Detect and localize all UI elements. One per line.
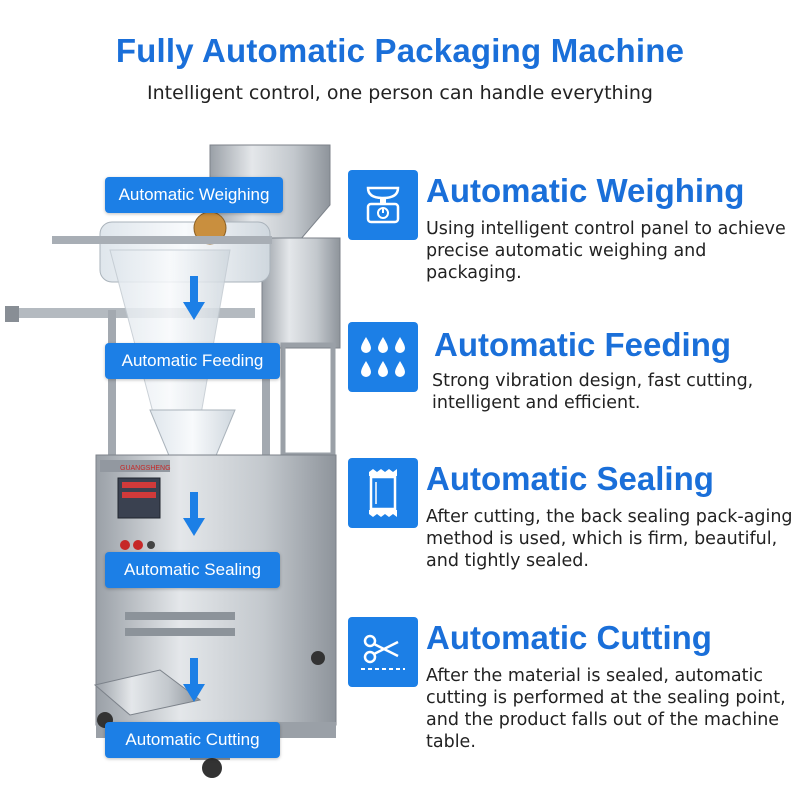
feature-sealing: Automatic Sealing After cutting, the bac… (348, 458, 793, 571)
wheel (202, 758, 222, 778)
wheel (311, 651, 325, 665)
feature-title: Automatic Cutting (426, 619, 712, 656)
stage-label-feeding: Automatic Feeding (105, 343, 280, 379)
window-frame (280, 342, 336, 458)
discharge-chute (93, 669, 202, 716)
scissors-cut-icon (348, 617, 418, 687)
upper-housing (261, 237, 341, 349)
feature-description: After the material is sealed, automatic … (426, 666, 786, 752)
feature-title: Automatic Weighing (426, 172, 745, 209)
sealed-bag-icon (348, 458, 418, 528)
feature-title: Automatic Feeding (434, 326, 732, 363)
feature-cutting: Automatic Cutting After the material is … (348, 617, 793, 752)
feature-description: After cutting, the back sealing pack-agi… (426, 507, 793, 571)
down-arrow-icon (183, 492, 205, 536)
droplets-icon (348, 322, 418, 392)
feature-weighing: Automatic Weighing Using intelligent con… (348, 170, 793, 283)
feature-description: Strong vibration design, fast cutting, i… (432, 371, 754, 413)
feature-title: Automatic Sealing (426, 460, 714, 497)
feature-description: Using intelligent control panel to achie… (426, 219, 786, 283)
feature-feeding: Automatic Feeding Strong vibration desig… (348, 322, 793, 432)
page-subtitle: Intelligent control, one person can hand… (147, 82, 653, 104)
scale-icon (348, 170, 418, 240)
stage-label-cutting: Automatic Cutting (105, 722, 280, 758)
packaging-machine-illustration: GUANGSHENG (5, 144, 341, 778)
down-arrow-icon (183, 658, 205, 702)
page-title: Fully Automatic Packaging Machine (115, 32, 685, 69)
stage-label-weighing: Automatic Weighing (105, 177, 283, 213)
stage-label-sealing: Automatic Sealing (105, 552, 280, 588)
brand-plate: GUANGSHENG (120, 465, 171, 472)
down-arrow-icon (183, 276, 205, 320)
